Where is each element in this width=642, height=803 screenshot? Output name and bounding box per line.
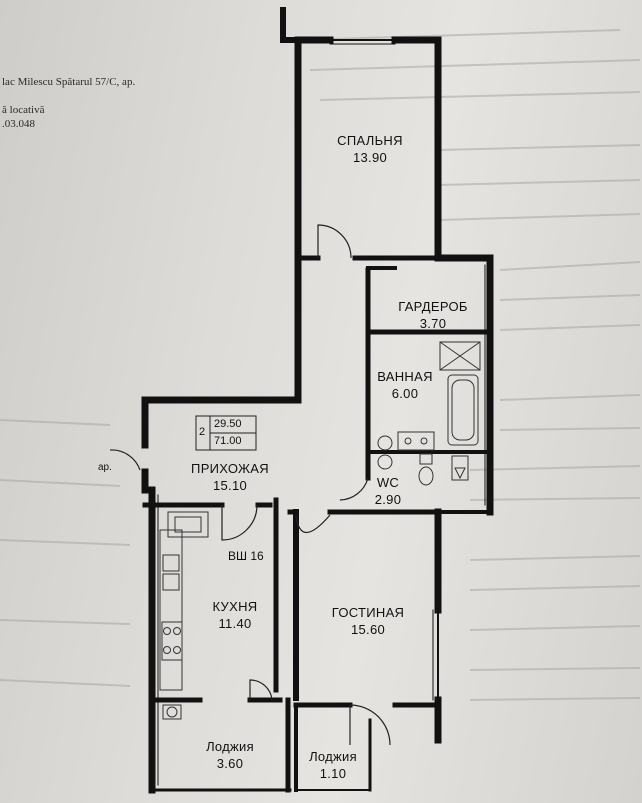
room-loggia-living-name: Лоджия xyxy=(309,749,357,764)
address-line: lac Milescu Spătarul 57/C, ap. xyxy=(2,76,136,88)
door-swings xyxy=(109,224,391,746)
room-living: ГОСТИНАЯ 15.60 xyxy=(318,604,418,638)
room-loggia-kitchen-name: Лоджия xyxy=(206,739,254,754)
shaft-label: ВШ 16 xyxy=(228,549,264,563)
room-loggia-kitchen: Лоджия 3.60 xyxy=(190,738,270,772)
room-hallway-name: ПРИХОЖАЯ xyxy=(191,461,269,476)
summary-rooms: 2 xyxy=(199,426,206,438)
room-wc: WC 2.90 xyxy=(368,474,408,508)
room-bedroom: СПАЛЬНЯ 13.90 xyxy=(325,132,415,166)
room-kitchen-name: КУХНЯ xyxy=(212,599,258,614)
room-bathroom: ВАННАЯ 6.00 xyxy=(365,368,445,402)
room-wardrobe-area: 3.70 xyxy=(419,316,447,331)
room-bedroom-area: 13.90 xyxy=(352,150,388,165)
room-kitchen: КУХНЯ 11.40 xyxy=(195,598,275,632)
room-kitchen-area: 11.40 xyxy=(218,616,252,631)
room-loggia-living-area: 1.10 xyxy=(319,766,347,781)
room-living-name: ГОСТИНАЯ xyxy=(331,605,405,620)
room-hallway-area: 15.10 xyxy=(212,478,248,493)
room-loggia-kitchen-area: 3.60 xyxy=(216,756,244,771)
room-bathroom-area: 6.00 xyxy=(391,386,419,401)
status-line: ă locativă xyxy=(2,104,45,116)
room-bedroom-name: СПАЛЬНЯ xyxy=(337,133,403,148)
room-wc-area: 2.90 xyxy=(374,492,402,507)
room-wardrobe-name: ГАРДЕРОБ xyxy=(398,299,468,314)
summary-box-lines xyxy=(195,415,257,451)
summary-living-area: 29.50 xyxy=(214,418,242,430)
summary-total-area: 71.00 xyxy=(214,435,242,447)
room-loggia-living: Лоджия 1.10 xyxy=(298,748,368,782)
room-wardrobe: ГАРДЕРОБ 3.70 xyxy=(388,298,478,332)
kitchen-fixtures xyxy=(159,511,209,720)
room-wc-name: WC xyxy=(376,475,400,490)
entrance-label: ар. xyxy=(98,462,112,473)
room-bathroom-name: ВАННАЯ xyxy=(377,369,433,384)
code-line: .03.048 xyxy=(2,118,35,130)
room-hallway: ПРИХОЖАЯ 15.10 xyxy=(180,460,280,494)
room-living-area: 15.60 xyxy=(350,622,386,637)
bathroom-fixtures xyxy=(377,341,481,486)
walls xyxy=(141,7,494,794)
